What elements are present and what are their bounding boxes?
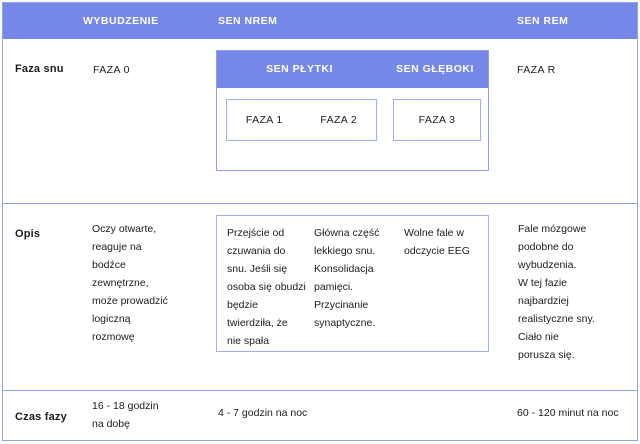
- nrem-subheader-bar: SEN PŁYTKI SEN GŁĘBOKI: [217, 51, 488, 88]
- cell-faza-0: FAZA 0: [93, 64, 130, 76]
- opis-nrem-przejscie-text: Przejście od czuwania do snu. Jeśli się …: [227, 227, 306, 347]
- cell-faza-1: FAZA 1: [245, 114, 283, 126]
- row-label-faza-snu: Faza snu: [15, 63, 64, 75]
- opis-nrem-wolne-text: Wolne fale w odczycie EEG: [404, 227, 470, 257]
- cell-faza-2: FAZA 2: [320, 114, 358, 126]
- subheader-sen-gleboki: SEN GŁĘBOKI: [396, 63, 474, 75]
- row-divider-1: [3, 203, 637, 204]
- opis-nrem-box: Przejście od czuwania do snu. Jeśli się …: [216, 215, 489, 352]
- faza-3-box: FAZA 3: [393, 99, 481, 141]
- subheader-sen-plytki: SEN PŁYTKI: [266, 63, 333, 75]
- nrem-box: SEN PŁYTKI SEN GŁĘBOKI FAZA 1 FAZA 2 FAZ…: [216, 50, 489, 171]
- cell-faza-3: FAZA 3: [418, 114, 456, 126]
- faza-1-2-box: FAZA 1 FAZA 2: [226, 99, 377, 141]
- opis-wybudzenie-text: Oczy otwarte, reaguje na bodźce zewnętrz…: [92, 223, 168, 343]
- row-label-czas-fazy: Czas fazy: [15, 411, 67, 423]
- row-divider-2: [3, 390, 637, 391]
- czas-nrem-text: 4 - 7 godzin na noc: [218, 407, 308, 419]
- czas-wybudzenie-text: 16 - 18 godzin na dobę: [92, 400, 159, 430]
- row-label-opis: Opis: [15, 228, 41, 240]
- column-header-sen-nrem: SEN NREM: [218, 15, 278, 27]
- opis-nrem-glowna-text: Główna część lekkiego snu. Konsolidacja …: [314, 227, 380, 329]
- czas-rem-text: 60 - 120 minut na noc: [517, 407, 619, 419]
- column-header-wybudzenie: WYBUDZENIE: [83, 15, 159, 27]
- opis-rem-text: Fale mózgowe podobne do wybudzenia. W te…: [518, 223, 595, 361]
- column-header-sen-rem: SEN REM: [517, 15, 569, 27]
- cell-faza-r: FAZA R: [517, 64, 556, 76]
- column-header-bar: WYBUDZENIE SEN NREM SEN REM: [3, 3, 637, 39]
